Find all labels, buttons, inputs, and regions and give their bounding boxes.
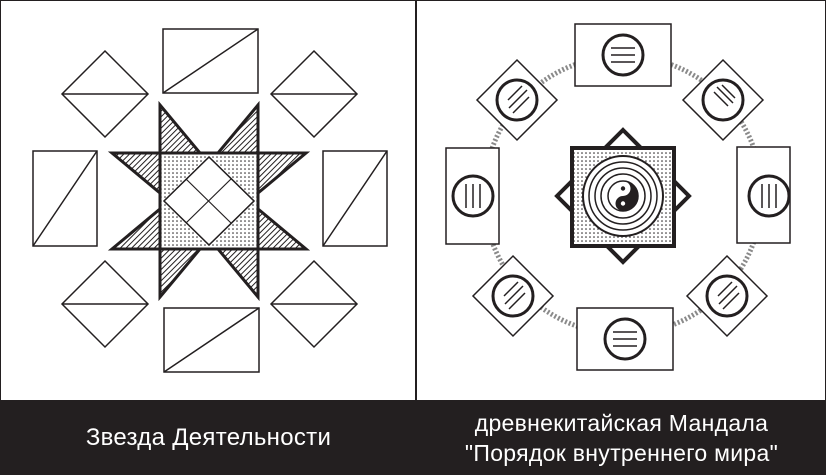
- yin-yang-icon: [557, 130, 689, 262]
- star-of-activity-panel: [0, 0, 417, 400]
- panel-divider: [415, 0, 417, 475]
- trigram-circle-icon: [687, 256, 767, 336]
- trigram-circle-icon: [683, 60, 763, 140]
- rectangle-frame-icon: [323, 151, 387, 246]
- diamond-frame-icon: [62, 51, 148, 137]
- trigram-circle-icon: [577, 308, 673, 370]
- trigram-circle-icon: [737, 147, 790, 243]
- left-caption-line: Звезда Деятельности: [86, 424, 331, 452]
- trigram-circle-icon: [477, 60, 557, 140]
- right-caption-line-1: древнекитайская Мандала: [475, 408, 768, 438]
- star-of-activity-diagram: [0, 0, 417, 400]
- rectangle-frame-icon: [33, 151, 97, 246]
- rectangle-frame-icon: [163, 29, 258, 93]
- left-caption: Звезда Деятельности: [0, 400, 417, 475]
- trigram-circle-icon: [575, 24, 671, 86]
- trigram-circle-icon: [446, 148, 499, 244]
- right-caption: древнекитайская Мандала "Порядок внутрен…: [417, 400, 826, 475]
- trigram-circle-icon: [473, 256, 553, 336]
- mandala-diagram: [417, 0, 826, 400]
- mandala-panel: [417, 0, 826, 400]
- diamond-frame-icon: [62, 261, 148, 347]
- diamond-frame-icon: [271, 51, 357, 137]
- star-of-activity-icon: [112, 105, 306, 297]
- rectangle-frame-icon: [164, 308, 259, 372]
- diamond-frame-icon: [271, 261, 357, 347]
- right-caption-line-2: "Порядок внутреннего мира": [465, 438, 778, 468]
